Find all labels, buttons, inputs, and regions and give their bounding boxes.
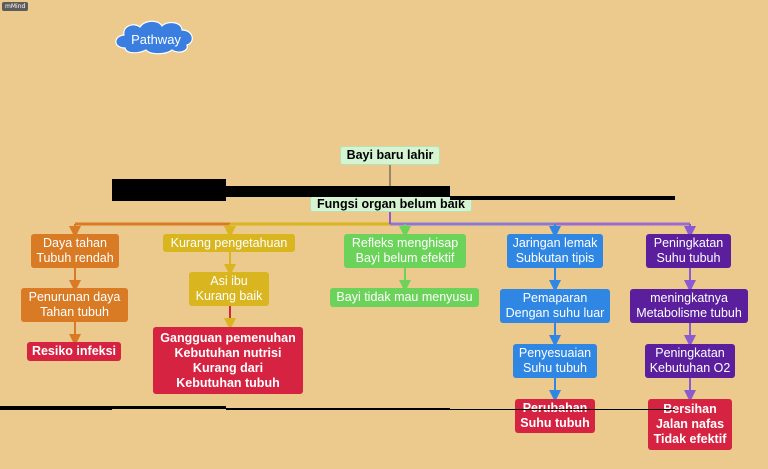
root-node[interactable]: Bayi baru lahir [340, 146, 440, 165]
node-kurang-pengetahuan[interactable]: Kurang pengetahuan [163, 234, 295, 252]
redaction-bar [226, 408, 450, 410]
pathway-label[interactable]: Pathway [131, 31, 181, 47]
redaction-bar [450, 409, 675, 410]
app-logo: mMind [2, 2, 29, 11]
node-gangguan-pemenuhan[interactable]: Gangguan pemenuhan Kebutuhan nutrisi Kur… [153, 327, 303, 394]
node-peningkatan-suhu[interactable]: Peningkatan Suhu tubuh [646, 234, 731, 268]
redaction-bar [226, 186, 450, 197]
redaction-bar [0, 406, 112, 410]
node-penyesuaian[interactable]: Penyesuaian Suhu tubuh [513, 344, 597, 378]
node-bayi-tidak-menyusu[interactable]: Bayi tidak mau menyusu [330, 288, 479, 307]
pathway-cloud [115, 20, 193, 55]
node-perubahan-suhu[interactable]: Perubahan Suhu tubuh [515, 399, 595, 433]
node-asi-ibu[interactable]: Asi ibu Kurang baik [189, 272, 269, 306]
node-refleks-menghisap[interactable]: Refleks menghisap Bayi belum efektif [344, 234, 466, 268]
redaction-bar [450, 196, 675, 200]
node-pemaparan[interactable]: Pemaparan Dengan suhu luar [500, 289, 610, 323]
node-daya-tahan[interactable]: Daya tahan Tubuh rendah [31, 234, 119, 268]
node-resiko-infeksi[interactable]: Resiko infeksi [27, 342, 121, 361]
node-penurunan-daya[interactable]: Penurunan daya Tahan tubuh [21, 288, 128, 322]
center-node[interactable]: Fungsi organ belum baik [310, 196, 472, 212]
redaction-bar [112, 406, 226, 409]
node-peningkatan-o2[interactable]: Peningkatan Kebutuhan O2 [645, 344, 735, 378]
node-meningkatnya-metabolisme[interactable]: meningkatnya Metabolisme tubuh [630, 289, 748, 323]
redaction-bar [112, 179, 226, 201]
node-jaringan-lemak[interactable]: Jaringan lemak Subkutan tipis [507, 234, 603, 268]
node-bersihan-jalan-nafas[interactable]: Bersihan Jalan nafas Tidak efektif [648, 399, 732, 450]
